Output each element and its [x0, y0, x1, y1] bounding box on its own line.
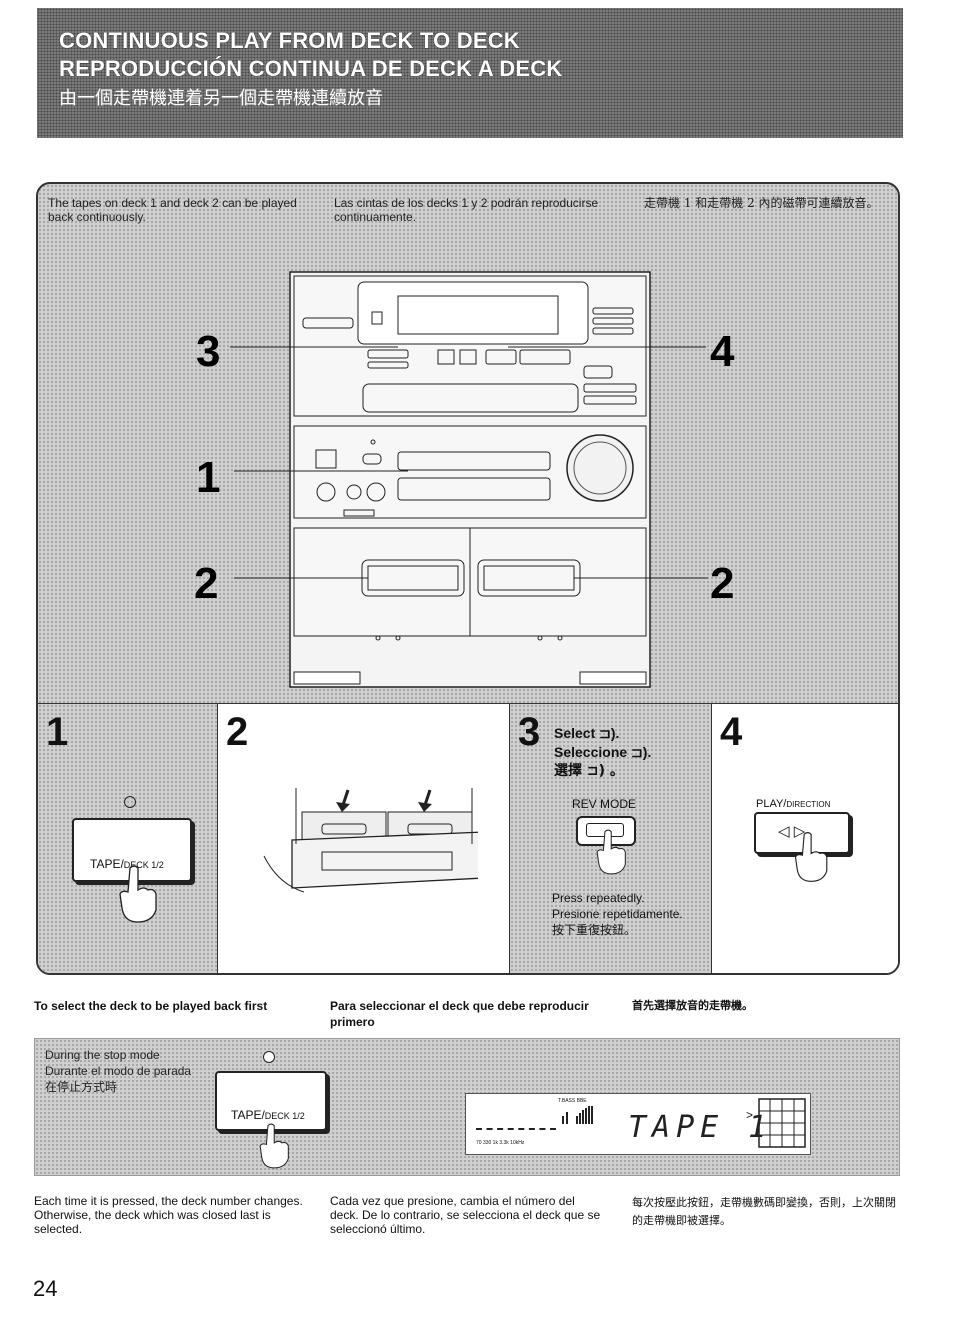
play-direction-label: PLAY/	[756, 798, 787, 810]
press-english: Press repeatedly.	[552, 891, 645, 905]
deck-indicator-grid-icon	[758, 1098, 806, 1148]
select-spanish: Seleccione	[554, 744, 628, 760]
step-3-panel: 3 Select ⊐). Seleccione ⊐). 選擇 ⊐) 。 REV …	[510, 704, 712, 973]
tape-deck-button-label: TAPE/	[231, 1108, 265, 1122]
title-chinese: 由一個走帶機連着另一個走帶機連續放音	[59, 88, 383, 109]
step-1-number: 1	[46, 710, 69, 754]
select-chinese: 選擇	[554, 763, 582, 779]
stop-mode-panel: During the stop mode Durante el modo de …	[34, 1038, 900, 1176]
hand-pointer-icon	[794, 832, 828, 882]
hand-pointer-icon	[596, 829, 626, 875]
hand-pointer-icon	[119, 865, 157, 923]
callout-2-right: 2	[710, 559, 734, 608]
play-direction-button[interactable]: ◁ ▷	[754, 812, 850, 854]
reverse-mode-symbol-zh: ⊐) 。	[586, 763, 624, 779]
callout-4: 4	[710, 327, 735, 376]
lcd-display: T.BASS BBE 70 330 1k 3.3k 10kHz TAPE 1 >	[465, 1093, 811, 1155]
reverse-mode-symbol-es: ⊐).	[631, 744, 652, 760]
stop-mode-spanish: Durante el modo de parada	[45, 1064, 192, 1078]
cassette-insertion-illustration	[263, 788, 478, 893]
section-heading-chinese: 首先選擇放音的走帶機。	[632, 999, 753, 1012]
eq-frequency-labels: 70 330 1k 3.3k 10kHz	[476, 1140, 525, 1146]
callout-3: 3	[196, 327, 220, 376]
intro-chinese: 走帶機 1 和走帶機 2 內的磁帶可連續放音。	[644, 196, 879, 210]
intro-spanish: Las cintas de los decks 1 y 2 podrán rep…	[334, 196, 599, 224]
step-2-panel: 2	[218, 704, 510, 973]
play-direction-sublabel: DIRECTION	[786, 800, 831, 809]
stereo-system-illustration: 3 4 1 2 2	[194, 271, 735, 688]
step-3-number: 3	[518, 710, 541, 754]
rev-mode-label: REV MODE	[572, 797, 637, 811]
tape-deck-button-label: TAPE/	[90, 857, 124, 871]
page-number: 24	[33, 1276, 58, 1301]
reverse-mode-symbol: ⊐).	[599, 725, 620, 741]
step-4-number: 4	[720, 710, 743, 754]
footer-english: Each time it is pressed, the deck number…	[34, 1194, 303, 1236]
section-heading-spanish: Para seleccionar el deck que debe reprod…	[330, 999, 589, 1029]
display-tape-text: TAPE 1	[628, 1110, 773, 1145]
step-1-panel: 1 TAPE/DECK 1/2	[38, 704, 218, 973]
callout-2-left: 2	[194, 559, 218, 608]
play-direction-arrows-icon: ◁ ▷	[778, 823, 806, 840]
step-4-panel: 4 PLAY/DIRECTION ◁ ▷	[712, 704, 898, 973]
press-chinese: 按下重復按鈕。	[552, 923, 637, 937]
tape-deck-button-sublabel: DECK 1/2	[264, 1111, 305, 1121]
display-arrow-icon: >	[746, 1108, 754, 1122]
hand-pointer-icon	[259, 1123, 289, 1169]
select-english: Select	[554, 725, 596, 741]
title-english: CONTINUOUS PLAY FROM DECK TO DECK	[59, 28, 520, 53]
intro-english: The tapes on deck 1 and deck 2 can be pl…	[48, 196, 297, 224]
callout-1: 1	[196, 453, 220, 502]
footer-spanish: Cada vez que presione, cambia el número …	[330, 1194, 601, 1236]
indicator-icon	[263, 1051, 275, 1063]
spectrum-bars-icon	[562, 1106, 593, 1124]
section-heading-english: To select the deck to be played back fir…	[34, 999, 268, 1013]
step-2-number: 2	[226, 710, 249, 754]
tape-deck-button[interactable]: TAPE/DECK 1/2	[215, 1071, 327, 1131]
stop-mode-chinese: 在停止方式時	[45, 1080, 118, 1094]
title-spanish: REPRODUCCIÓN CONTINUA DE DECK A DECK	[59, 56, 563, 81]
press-spanish: Presione repetidamente.	[552, 907, 683, 921]
main-illustration-panel: The tapes on deck 1 and deck 2 can be pl…	[36, 182, 900, 975]
eq-top-label: T.BASS BBE	[558, 1098, 587, 1104]
footer-chinese: 每次按壓此按鈕，走帶機數碼即變換，否則，上次關閉的走帶機即被選擇。	[632, 1196, 896, 1227]
tape-deck-button-sublabel: DECK 1/2	[123, 860, 164, 870]
page-header: CONTINUOUS PLAY FROM DECK TO DECK REPROD…	[37, 8, 903, 138]
stop-mode-english: During the stop mode	[45, 1048, 160, 1062]
indicator-icon	[124, 796, 136, 808]
steps-row: 1 TAPE/DECK 1/2 2	[38, 703, 898, 973]
